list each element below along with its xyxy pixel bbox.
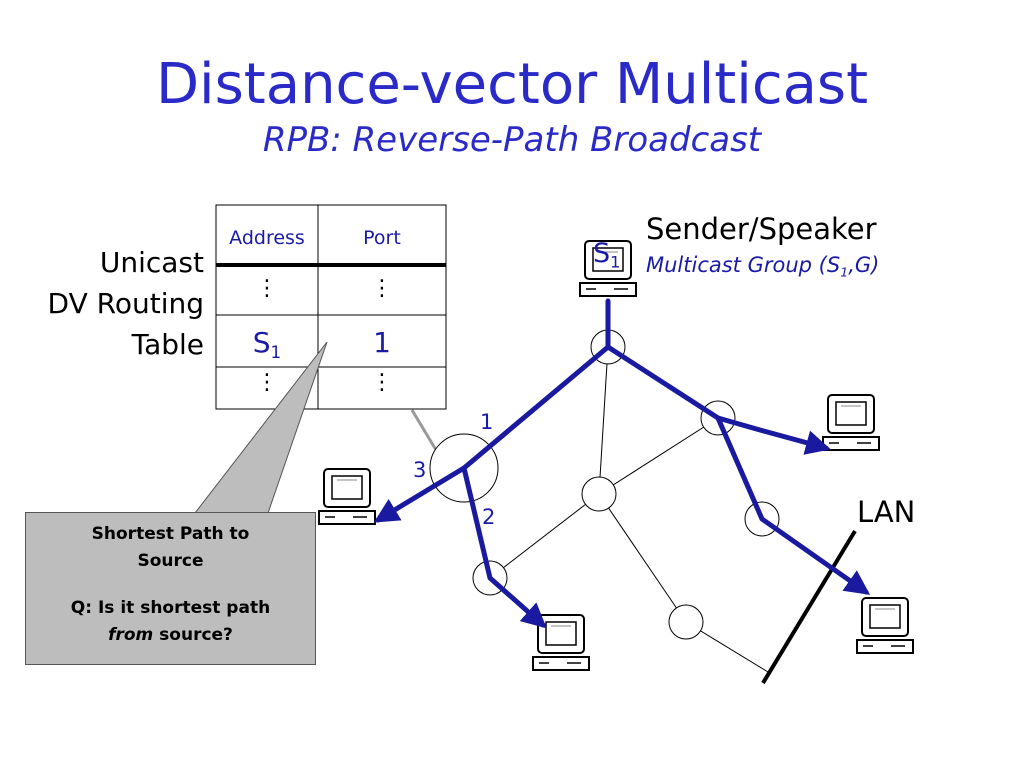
callout-question-rest: source? — [153, 625, 233, 645]
address-subscript: 1 — [270, 341, 282, 362]
table-header-port: Port — [363, 227, 401, 249]
port-label: 2 — [482, 505, 496, 529]
group-prefix: Multicast Group (S — [646, 253, 841, 277]
callout-line: Source — [137, 551, 204, 571]
routing-table — [215, 204, 447, 410]
group-suffix: ,G) — [848, 253, 880, 277]
address-text: S — [252, 326, 271, 359]
table-cell-address: ⋮ — [256, 276, 278, 301]
routing-table-label-line: Table — [131, 328, 204, 361]
computer-icon — [856, 597, 914, 654]
table-connector — [410, 409, 438, 451]
callout-emphasis: from — [108, 625, 154, 645]
router-nodes — [429, 329, 780, 640]
port-label: 3 — [413, 458, 427, 482]
routing-table-label-line: DV Routing — [47, 287, 204, 320]
sender-node-label: S1 — [593, 238, 620, 272]
callout-question: Q: Is it shortest path — [70, 598, 271, 618]
broadcast-paths — [373, 298, 871, 629]
computer-icon — [318, 468, 376, 525]
table-cell-port: 1 — [373, 326, 391, 359]
sender-node-text: S — [593, 238, 611, 269]
sender-node-subscript: 1 — [610, 252, 621, 272]
routing-table-label-line: Unicast — [99, 246, 204, 279]
slide-subtitle: RPB: Reverse-Path Broadcast — [262, 120, 762, 160]
table-cell-port: ⋮ — [371, 370, 393, 395]
router-node — [668, 604, 704, 640]
router-node — [581, 476, 617, 512]
lan-label: LAN — [857, 495, 916, 529]
callout-question-line2: from source? — [26, 622, 315, 649]
table-header-address: Address — [229, 227, 305, 249]
multicast-group-label: Multicast Group (S1,G) — [646, 253, 879, 279]
table-cell-address: S1 — [216, 326, 318, 362]
table-cell-address: ⋮ — [256, 370, 278, 395]
port-label: 1 — [480, 410, 494, 434]
routing-table-label: Unicast DV Routing Table — [48, 242, 204, 365]
callout-line: Shortest Path to — [91, 524, 250, 544]
lan-line — [761, 529, 857, 685]
group-subscript: 1 — [840, 264, 849, 280]
table-cell-port: ⋮ — [371, 276, 393, 301]
computer-icon — [822, 394, 880, 451]
slide-title: Distance-vector Multicast — [155, 52, 869, 117]
sender-title: Sender/Speaker — [646, 212, 877, 246]
callout-box: Shortest Path to Source Q: Is it shortes… — [25, 512, 316, 665]
